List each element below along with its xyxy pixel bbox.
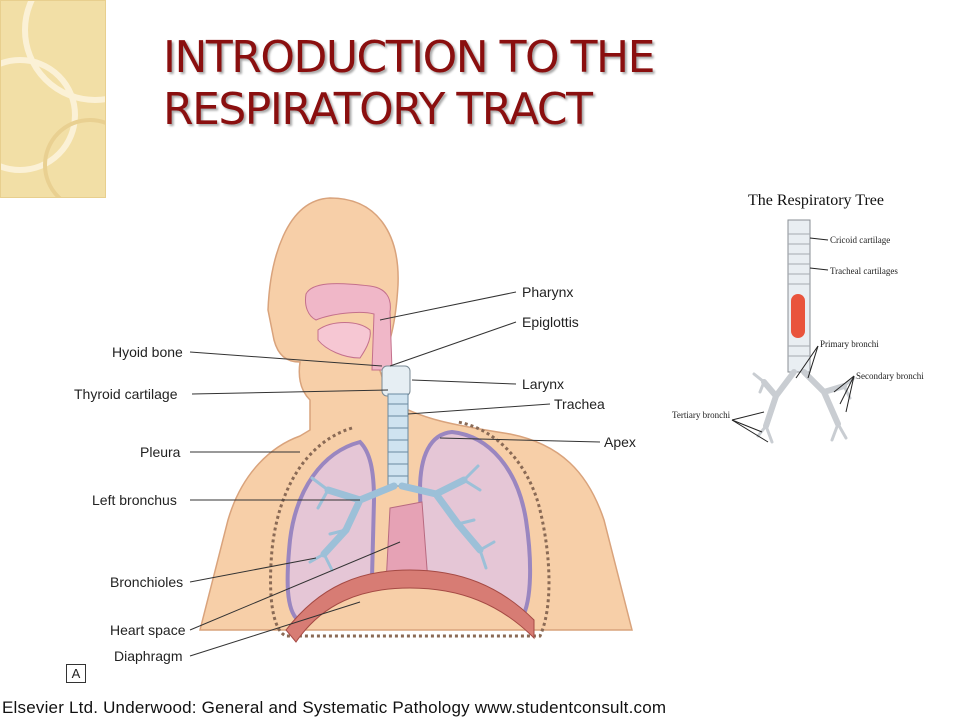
tree-cartilage-rings <box>788 233 810 357</box>
pleura-outline <box>269 420 551 638</box>
corner-pattern-icon <box>0 0 106 198</box>
respiratory-tree-figure: The Respiratory Tree Cricoid cartilage T… <box>672 192 924 444</box>
tree-label-primary-bronchi: Primary bronchi <box>820 339 879 349</box>
label-pharynx: Pharynx <box>522 284 573 300</box>
tree-label-tertiary-bronchi: Tertiary bronchi <box>672 410 731 420</box>
tree-title: The Respiratory Tree <box>748 192 884 209</box>
label-bronchioles: Bronchioles <box>110 574 183 590</box>
figure-credit: Elsevier Ltd. Underwood: General and Sys… <box>2 698 667 717</box>
bronchioles <box>308 464 496 572</box>
tongue <box>317 322 371 359</box>
label-heart-space: Heart space <box>110 622 186 638</box>
tree-leaders <box>731 237 855 443</box>
label-epiglottis: Epiglottis <box>522 314 579 330</box>
right-leaders <box>379 291 601 443</box>
respiratory-anatomy-figure: Hyoid bone Thyroid cartilage Pleura Left… <box>74 197 636 664</box>
larynx <box>381 365 411 397</box>
slide-title: INTRODUCTION TO THE RESPIRATORY TRACT <box>163 32 803 136</box>
label-diaphragm: Diaphragm <box>114 648 182 664</box>
slide-title-line-1: INTRODUCTION TO THE <box>163 32 655 83</box>
tree-label-secondary-bronchi: Secondary bronchi <box>856 371 924 381</box>
tree-label-cricoid-cartilage: Cricoid cartilage <box>830 235 890 245</box>
label-larynx: Larynx <box>522 376 564 392</box>
panel-letter: A <box>66 664 86 683</box>
tree-label-tracheal-cartilages: Tracheal cartilages <box>830 266 898 276</box>
label-hyoid-bone: Hyoid bone <box>112 344 183 360</box>
label-left-bronchus: Left bronchus <box>92 492 177 508</box>
label-trachea: Trachea <box>554 396 605 412</box>
label-thyroid-cartilage: Thyroid cartilage <box>74 386 178 402</box>
trachea <box>387 393 409 487</box>
slide-title-line-2: RESPIRATORY TRACT <box>163 84 593 135</box>
diaphragm <box>285 569 535 643</box>
tree-branches <box>761 369 847 429</box>
label-apex: Apex <box>604 434 636 450</box>
corner-decoration <box>0 0 106 198</box>
left-leaders <box>189 351 401 657</box>
tree-esophagus-highlight <box>791 294 805 338</box>
tree-twigs <box>752 372 856 444</box>
label-pleura: Pleura <box>140 444 181 460</box>
